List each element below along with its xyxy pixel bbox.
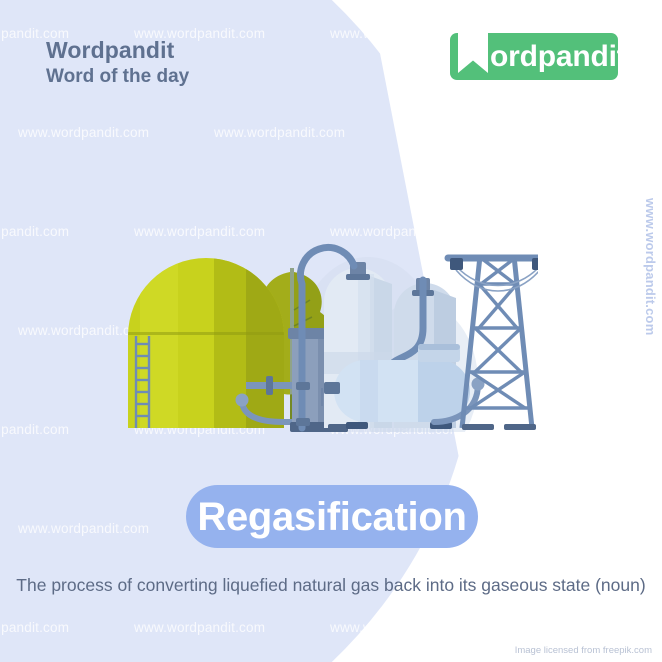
- word-term: Regasification: [197, 494, 467, 539]
- bookmark-w-icon: [458, 25, 488, 73]
- top-curved-pipe: [296, 243, 358, 432]
- pylon-insulators: [450, 258, 538, 270]
- electric-pylon: [444, 254, 538, 429]
- brand-title: Wordpandit: [46, 37, 175, 63]
- connector-pipe-b: [246, 376, 292, 395]
- dome-storage-tank: [128, 258, 284, 428]
- page-subtitle: Word of the day: [46, 66, 190, 88]
- wordpandit-logo[interactable]: ordpandit: [450, 25, 627, 80]
- tank-ladder: [134, 336, 151, 428]
- image-credit: Image licensed from freepik.com: [514, 645, 652, 656]
- header: Wordpandit Word of the day: [46, 37, 190, 88]
- logo-text: ordpandit: [490, 40, 627, 73]
- word-pill: Regasification: [186, 485, 478, 548]
- horizontal-capsule-tank: [324, 344, 470, 429]
- word-definition: The process of converting liquefied natu…: [16, 575, 646, 595]
- lng-plant-illustration: [118, 232, 538, 432]
